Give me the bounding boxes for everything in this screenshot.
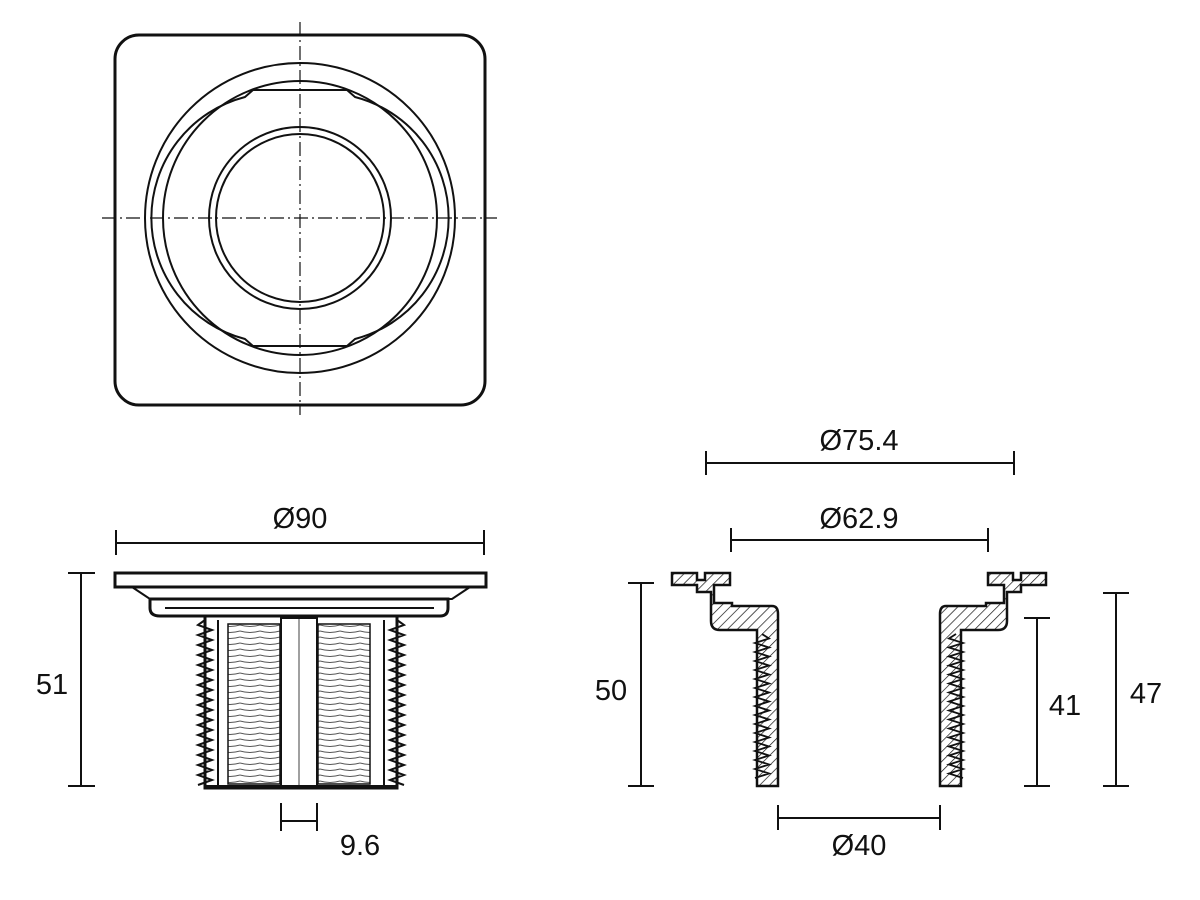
dim-label-d62-9: Ø62.9 (820, 503, 899, 535)
dim-label-50: 50 (595, 675, 627, 707)
section-thread-right (946, 633, 966, 779)
section-wall-left (670, 571, 780, 788)
dimension-9-6: 9.6 (280, 803, 380, 862)
outer-thread-left (195, 619, 215, 786)
grate-plate (113, 571, 488, 589)
locking-recess (150, 89, 450, 347)
dim-label-d90: Ø90 (273, 503, 328, 535)
dimension-51: 51 (36, 572, 95, 787)
inner-thread-right (317, 623, 371, 785)
inner-thread-left (227, 623, 281, 785)
plate-taper (131, 586, 471, 600)
dimension-d40: Ø40 (777, 805, 941, 862)
dimension-d90: Ø90 (115, 503, 485, 555)
dimension-d62-9: Ø62.9 (730, 503, 989, 552)
dimension-d75-4: Ø75.4 (705, 425, 1015, 475)
outer-thread-right (387, 619, 407, 786)
dimension-50: 50 (595, 582, 654, 787)
side-view (113, 571, 488, 790)
dim-label-d40: Ø40 (832, 830, 887, 862)
section-view (670, 571, 1048, 788)
dim-label-47: 47 (1130, 678, 1162, 710)
top-view (102, 22, 497, 415)
dim-label-9-6: 9.6 (340, 830, 380, 862)
dim-label-41: 41 (1049, 690, 1081, 722)
dimension-47: 47 (1103, 592, 1162, 787)
section-thread-left (752, 633, 772, 779)
section-wall-right (938, 571, 1048, 788)
dimension-41: 41 (1024, 617, 1081, 787)
dim-label-51: 51 (36, 669, 68, 701)
dim-label-d75-4: Ø75.4 (820, 425, 899, 457)
